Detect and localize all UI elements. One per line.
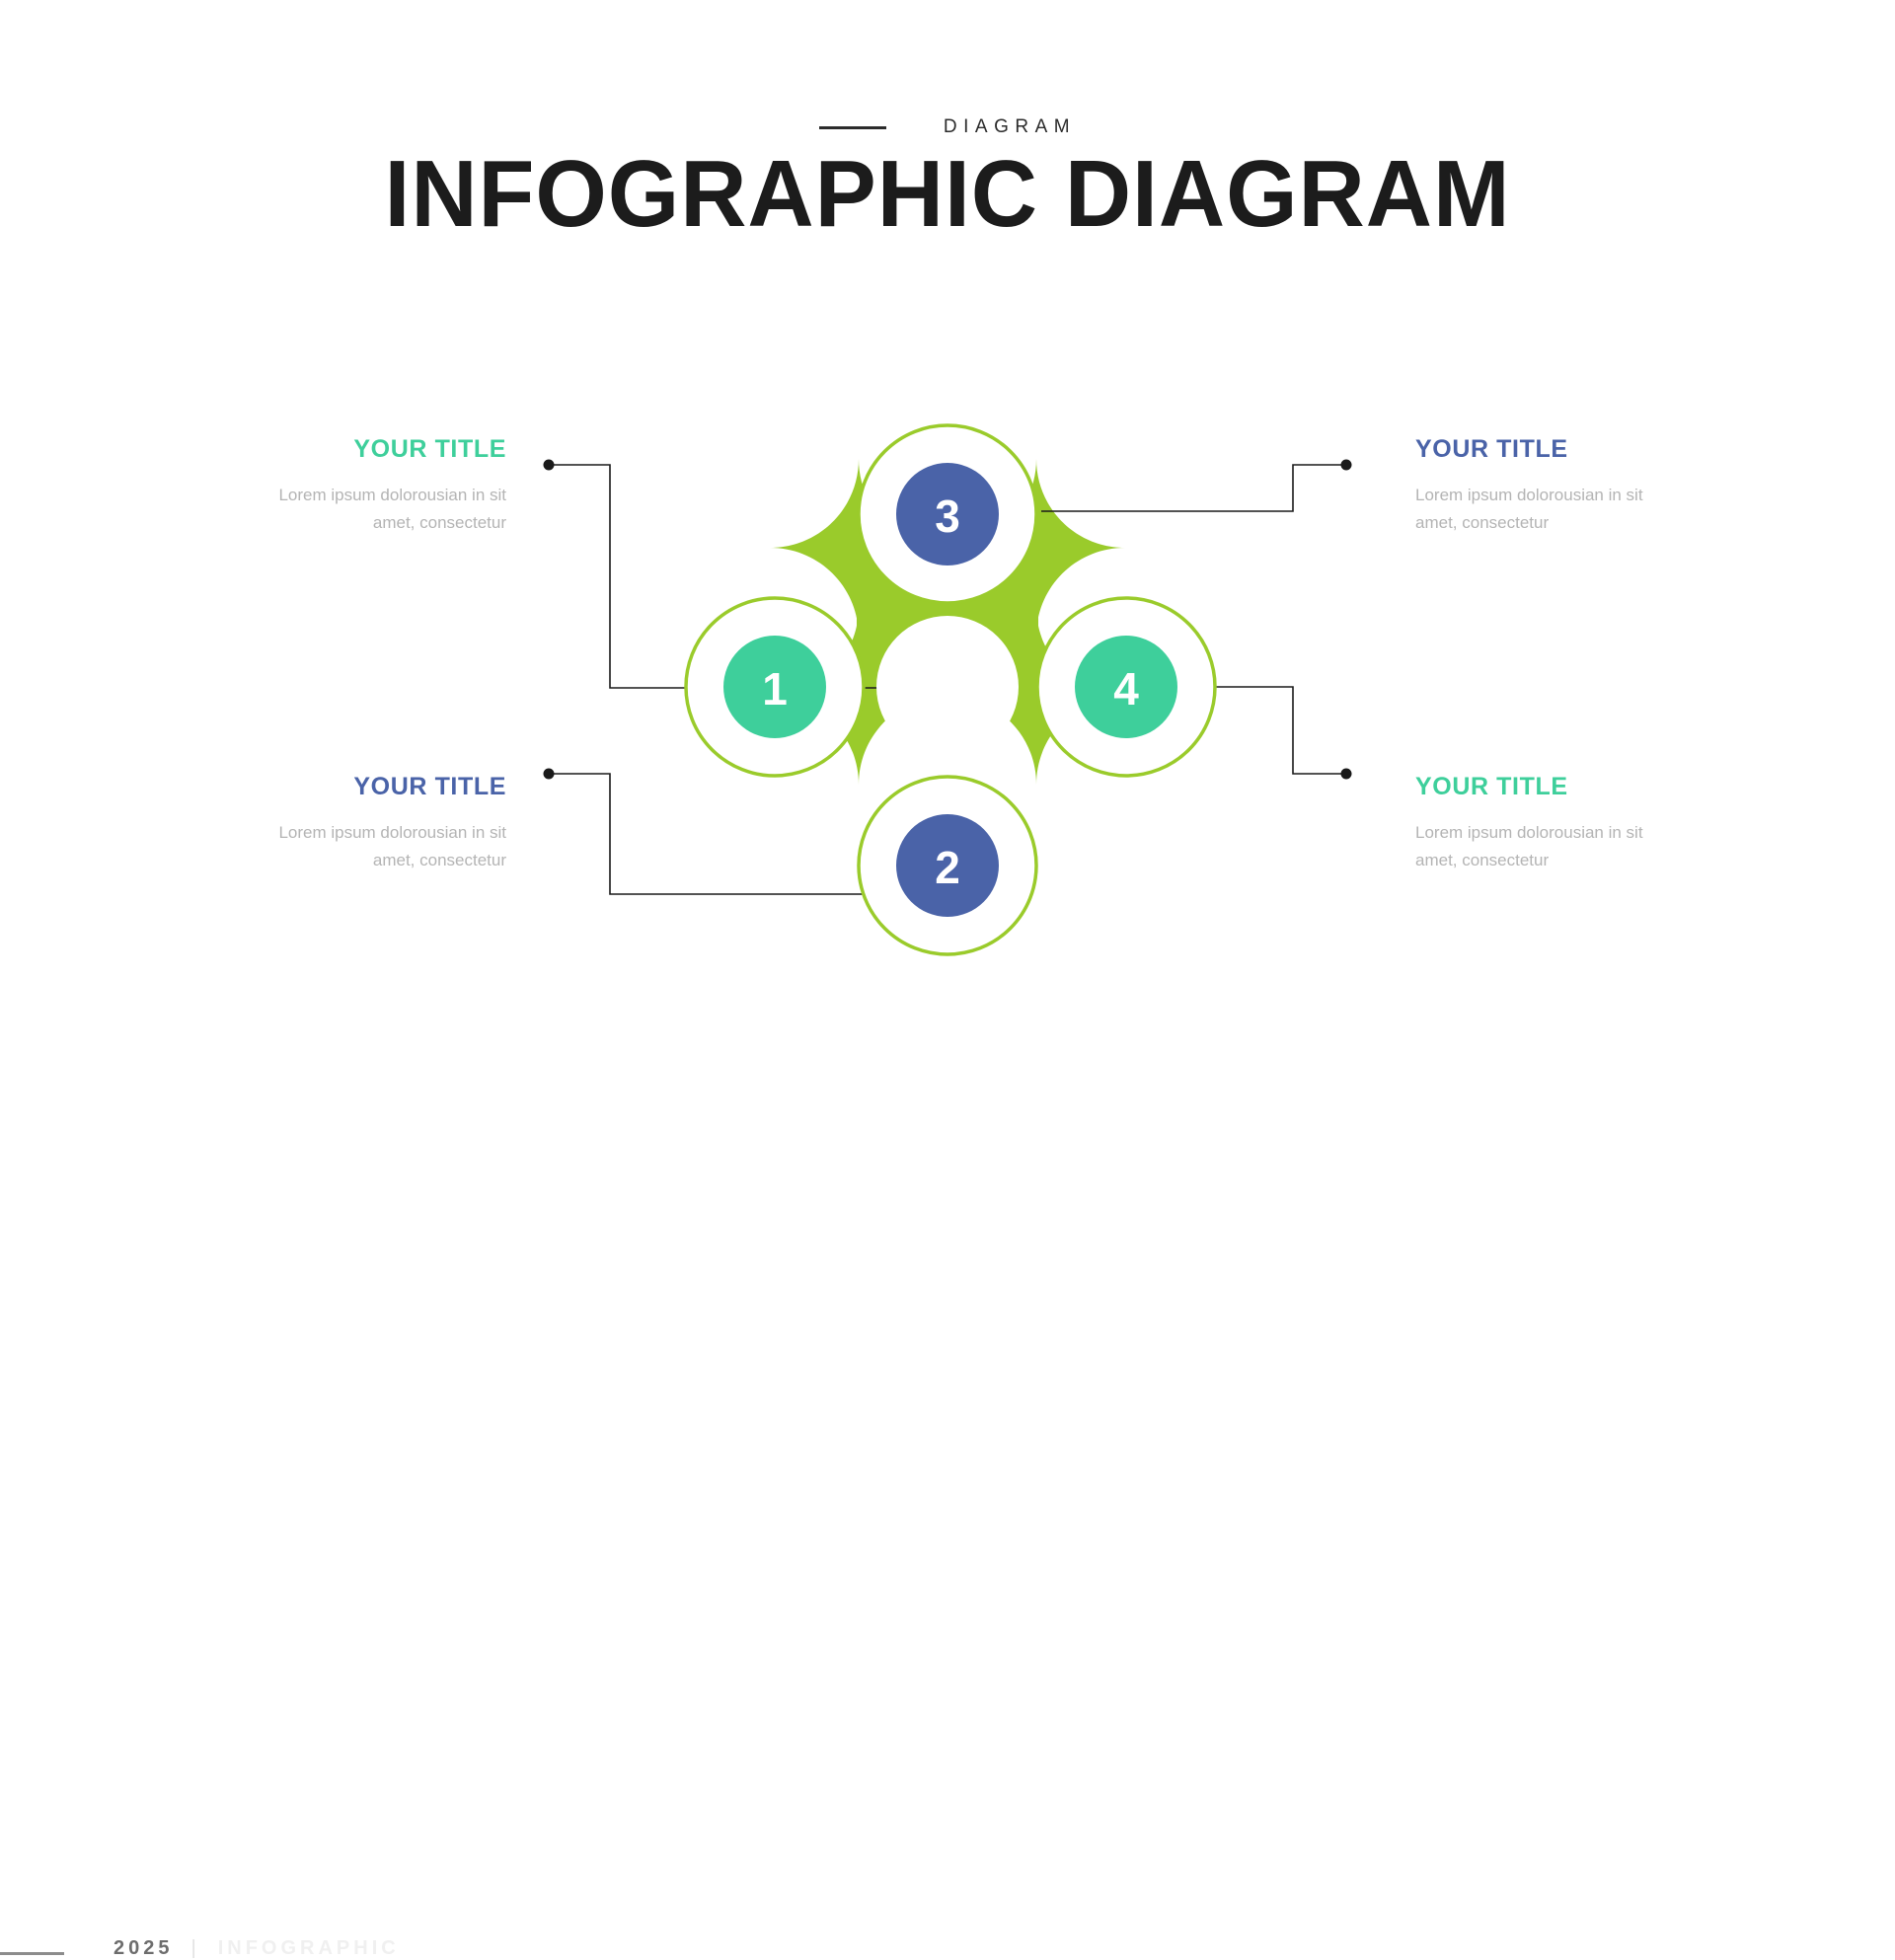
node-3-badge [896,463,999,565]
connector-bottom-left [551,773,888,895]
connector-top-right [1041,464,1344,512]
label-top-left-title: YOUR TITLE [353,435,506,463]
label-bottom-left-body: Lorem ipsum dolorousian in sit amet, con… [278,823,506,869]
footer-text: 2025 | INFOGRAPHIC [114,1937,400,1960]
connector-dot-bottom-right [1340,768,1352,780]
node-3-number: 3 [935,490,960,542]
footer: 2025 | INFOGRAPHIC [0,957,1895,1959]
footer-rule-icon [0,1952,64,1955]
label-top-left: YOUR TITLE Lorem ipsum dolorousian in si… [260,434,506,537]
node-1-number: 1 [762,663,788,715]
node-4-badge [1075,636,1177,738]
footer-brand: INFOGRAPHIC [217,1937,400,1959]
node-1[interactable]: 1 [684,596,866,778]
node-4-number: 4 [1113,663,1139,715]
connector-dot-top-right [1340,459,1352,471]
label-bottom-left: YOUR TITLE Lorem ipsum dolorousian in si… [260,772,506,874]
label-top-right: YOUR TITLE Lorem ipsum dolorousian in si… [1415,434,1662,537]
node-2-badge [896,814,999,917]
connector-bottom-right [1216,686,1344,775]
label-bottom-right: YOUR TITLE Lorem ipsum dolorousian in si… [1415,772,1662,874]
node-3[interactable]: 3 [857,423,1038,605]
eyebrow-label: DIAGRAM [943,116,1077,137]
footer-year: 2025 [114,1937,174,1959]
node-1-badge [723,636,826,738]
node-2-number: 2 [935,842,960,893]
page-title: INFOGRAPHIC DIAGRAM [384,141,1511,247]
connector-dot-bottom-left [543,768,555,780]
label-top-right-title: YOUR TITLE [1415,435,1568,463]
label-top-left-body: Lorem ipsum dolorousian in sit amet, con… [278,486,506,532]
footer-separator: | [190,1937,200,1959]
node-2[interactable]: 2 [857,775,1038,956]
label-top-right-body: Lorem ipsum dolorousian in sit amet, con… [1415,486,1643,532]
label-bottom-right-body: Lorem ipsum dolorousian in sit amet, con… [1415,823,1643,869]
header-eyebrow: DIAGRAM [0,116,1895,138]
horizontal-rule-icon [818,125,886,129]
connector-dot-top-left [543,459,555,471]
node-4[interactable]: 4 [1035,596,1217,778]
label-bottom-right-title: YOUR TITLE [1415,773,1568,800]
connector-dots [543,459,1352,780]
label-bottom-left-title: YOUR TITLE [353,773,506,800]
center-hub [876,616,1019,758]
infographic-diagram: 3 1 4 2 [543,423,1352,956]
